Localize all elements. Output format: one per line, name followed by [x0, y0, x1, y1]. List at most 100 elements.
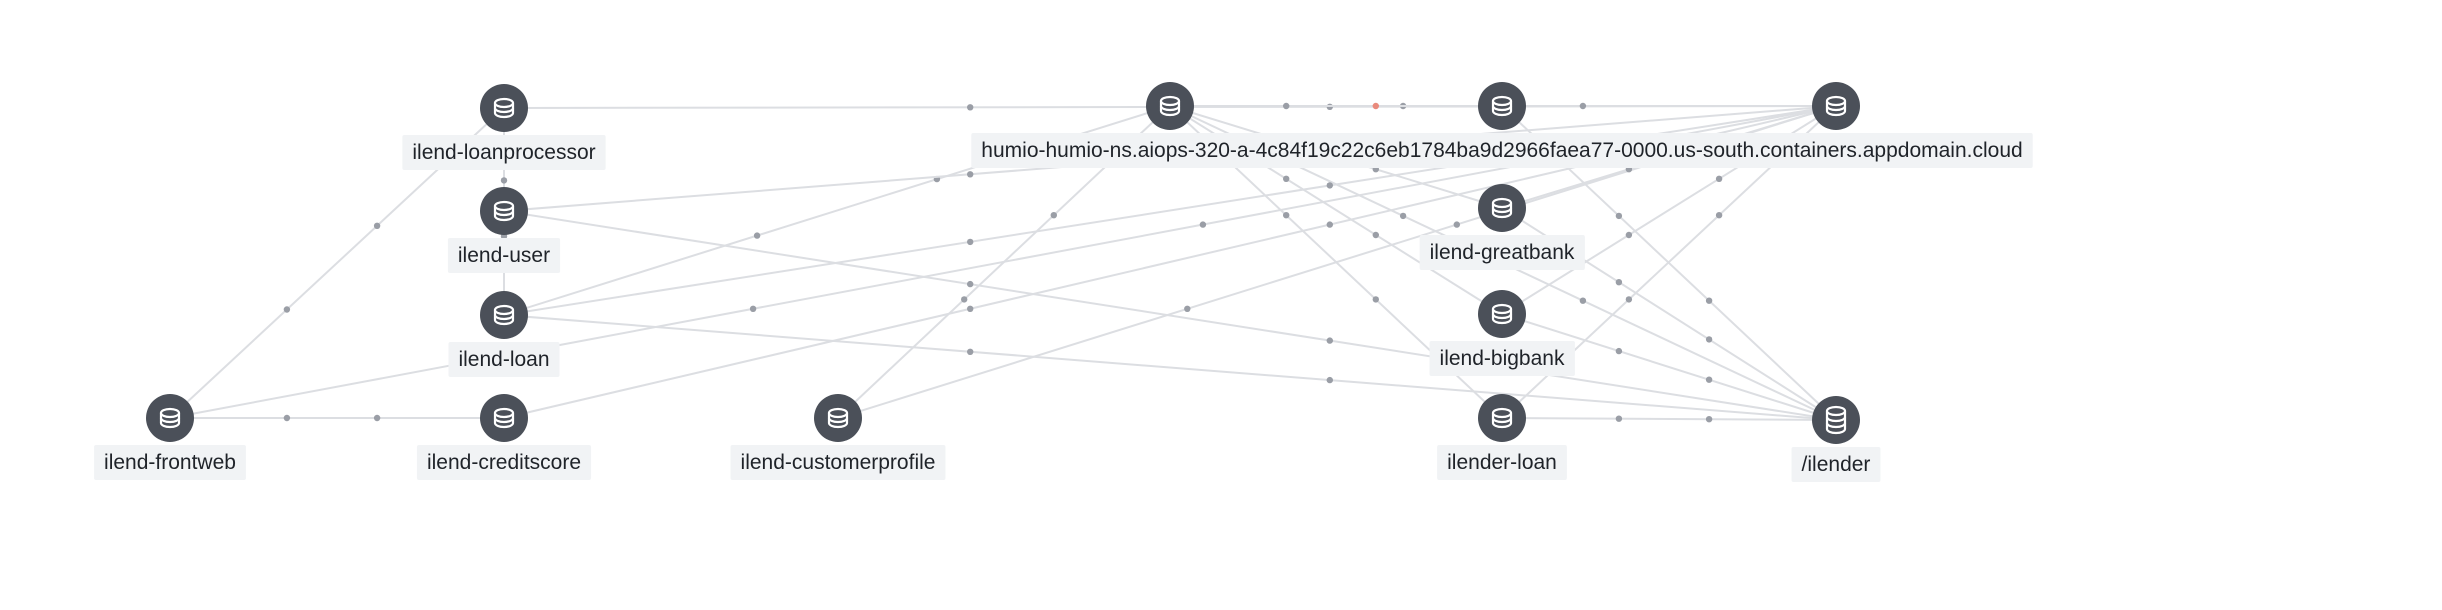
- edge-traffic-dot: [967, 348, 974, 355]
- node-ilenderloan[interactable]: ilender-loan: [1437, 394, 1567, 480]
- node-label-text: ilend-loanprocessor: [412, 141, 595, 164]
- node-ilender[interactable]: /ilender: [1791, 396, 1881, 482]
- node-label-background: [1419, 235, 1585, 270]
- edge-traffic-dot: [1705, 297, 1713, 304]
- database-icon: [1491, 197, 1513, 219]
- node-label-text: ilend-customerprofile: [741, 451, 936, 474]
- node-greatbank[interactable]: ilend-greatbank: [1419, 184, 1585, 270]
- edge-traffic-dot: [967, 280, 974, 288]
- node-label[interactable]: ilend-bigbank: [1429, 341, 1575, 376]
- edge-traffic-dot: [500, 177, 508, 184]
- node-label-background: [94, 445, 246, 480]
- edge-traffic-dot: [1326, 221, 1334, 228]
- edge-traffic-dot: [749, 305, 757, 312]
- edge-traffic-dot: [961, 296, 968, 303]
- edge-traffic-dot: [1705, 376, 1713, 383]
- edge-alert-dot: [1372, 102, 1380, 110]
- edge-traffic-dot: [1050, 212, 1058, 219]
- node-label-text: ilend-frontweb: [104, 451, 236, 474]
- node-label-background: [971, 133, 2033, 168]
- database-icon: [493, 304, 515, 326]
- node-label-text: humio-humio-ns.aiops-320-a-4c84f19c22c6e…: [981, 139, 2022, 162]
- node-customerprofile[interactable]: ilend-customerprofile: [730, 394, 946, 480]
- edge-traffic-dot: [1326, 182, 1334, 189]
- node-label-text: ilend-loan: [458, 348, 549, 371]
- edge-traffic-dot: [753, 232, 761, 239]
- node-frontweb[interactable]: ilend-frontweb: [94, 394, 246, 480]
- node-loanprocessor[interactable]: ilend-loanprocessor: [402, 84, 606, 170]
- node-label-background: [447, 238, 561, 273]
- edge-loan-to-ilender[interactable]: [503, 314, 1837, 421]
- node-label-text: ilender-loan: [1447, 451, 1557, 474]
- node-label[interactable]: ilend-frontweb: [94, 445, 246, 480]
- edge-traffic-dot: [967, 104, 974, 111]
- node-label[interactable]: ilend-customerprofile: [730, 445, 946, 480]
- node-topright[interactable]: [1812, 82, 1860, 130]
- edge-traffic-dot: [1615, 347, 1623, 355]
- edge-bigbank-to-ilender[interactable]: [1501, 313, 1837, 421]
- edge-traffic-dot: [1372, 296, 1380, 303]
- node-creditscore[interactable]: ilend-creditscore: [416, 394, 592, 480]
- database-icon: [827, 407, 849, 429]
- edge-traffic-dot: [1579, 297, 1587, 304]
- edge-line: [1501, 313, 1837, 421]
- edge-traffic-dot: [1283, 175, 1290, 182]
- node-label-text: ilend-user: [458, 244, 550, 267]
- edge-traffic-dot: [1705, 416, 1713, 423]
- edge-line: [503, 314, 1837, 421]
- edge-traffic-dot: [373, 414, 381, 422]
- database-icon: [1491, 303, 1513, 325]
- node-label[interactable]: ilend-loan: [448, 342, 560, 377]
- node-label-text: ilend-greatbank: [1430, 241, 1575, 264]
- edge-line: [1501, 417, 1837, 421]
- database-icon: [1491, 95, 1513, 117]
- node-label-text: /ilender: [1802, 453, 1871, 476]
- edge-traffic-dot: [1399, 212, 1407, 220]
- node-label[interactable]: humio-humio-ns.aiops-320-a-4c84f19c22c6e…: [971, 133, 2033, 168]
- edge-line: [503, 210, 1837, 421]
- node-loan[interactable]: ilend-loan: [448, 291, 560, 377]
- edge-traffic-dot: [1625, 296, 1633, 303]
- node-bigbank[interactable]: ilend-bigbank: [1429, 290, 1575, 376]
- database-icon: [493, 200, 515, 222]
- edge-traffic-dot: [1615, 212, 1623, 220]
- node-label-background: [1429, 341, 1575, 376]
- node-label[interactable]: ilend-user: [447, 238, 561, 273]
- edge-traffic-dot: [1715, 175, 1723, 182]
- edge-traffic-dot: [967, 238, 974, 246]
- edge-user-to-ilender[interactable]: [503, 210, 1837, 421]
- edge-traffic-dot: [967, 171, 974, 178]
- edge-traffic-dot: [1579, 102, 1587, 110]
- node-label[interactable]: ilender-loan: [1437, 445, 1567, 480]
- node-humio[interactable]: humio-humio-ns.aiops-320-a-4c84f19c22c6e…: [971, 82, 2033, 168]
- database-icon: [1825, 95, 1847, 117]
- edge-traffic-dot: [1625, 231, 1633, 239]
- node-label-background: [448, 342, 560, 377]
- node-label-background: [416, 445, 592, 480]
- node-label[interactable]: /ilender: [1791, 447, 1881, 482]
- edge-traffic-dot: [1372, 231, 1380, 239]
- node-label-background: [1791, 447, 1881, 482]
- database-icon: [159, 407, 181, 429]
- edge-traffic-dot: [1184, 305, 1191, 312]
- edge-traffic-dot: [1715, 212, 1723, 219]
- node-user[interactable]: ilend-user: [447, 187, 561, 273]
- edge-frontweb-to-creditscore[interactable]: [170, 414, 504, 422]
- edge-traffic-dot: [1326, 376, 1334, 384]
- node-label-background: [1437, 445, 1567, 480]
- node-label-background: [402, 135, 606, 170]
- edge-traffic-dot: [1453, 221, 1461, 228]
- node-label[interactable]: ilend-greatbank: [1419, 235, 1585, 270]
- node-label-text: ilend-creditscore: [427, 451, 581, 474]
- edge-traffic-dot: [373, 222, 381, 229]
- node-label[interactable]: ilend-creditscore: [416, 445, 592, 480]
- database-icon: [1491, 407, 1513, 429]
- edge-openbanking-to-humio[interactable]: [1170, 102, 1502, 110]
- edge-traffic-dot: [283, 414, 291, 422]
- edge-ilenderloan-to-ilender[interactable]: [1501, 415, 1837, 423]
- node-label[interactable]: ilend-loanprocessor: [402, 135, 606, 170]
- database-stack-icon: [1825, 405, 1847, 435]
- edge-traffic-dot: [1615, 279, 1623, 286]
- edge-traffic-dot: [1283, 212, 1290, 219]
